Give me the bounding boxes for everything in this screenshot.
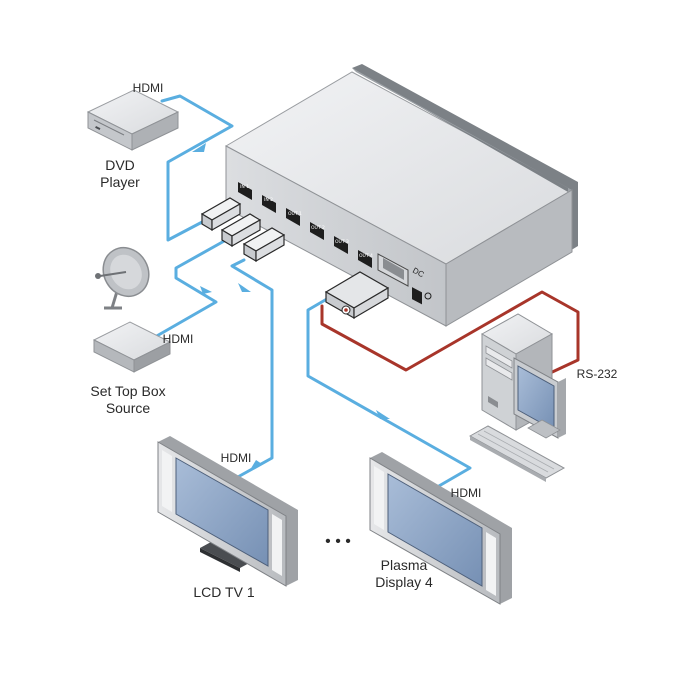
svg-text:IN 1: IN 1 [240,184,249,190]
stb-hdmi-label: HDMI [163,332,194,346]
port-out3: OUT 3 [334,236,349,254]
svg-text:OUT 3: OUT 3 [335,239,349,245]
dvd-label-line2: Player [100,174,140,190]
plasma-hdmi-label: HDMI [451,486,482,500]
plasma-label-line2: Display 4 [375,574,433,590]
switcher-unit: IN 1 IN 2 OUT 1 OUT 2 OUT 3 OUT 4 [224,64,578,327]
cable-dvd-hdmi [160,94,234,242]
svg-text:OUT 2: OUT 2 [311,225,325,231]
hdmi-plug-in1 [200,197,242,232]
port-in1: IN 1 [238,182,252,200]
plasma-display [369,452,512,605]
port-out1: OUT 1 [286,208,302,226]
stb-label-line2: Source [106,400,151,416]
lcd-tv [157,436,298,587]
port-out4: OUT 4 [358,250,373,268]
dvd-player [86,89,180,151]
svg-text:OUT 1: OUT 1 [288,211,302,217]
lcd-label: LCD TV 1 [193,584,254,600]
lcd-hdmi-label: HDMI [221,451,252,465]
computer [468,313,566,482]
hdmi-plug-out1 [242,227,286,263]
port-in2: IN 2 [262,195,276,213]
more-displays-ellipsis: • • • [325,533,351,550]
svg-text:OUT 4: OUT 4 [359,253,373,259]
plasma-label-line1: Plasma [381,557,428,573]
dvd-label-line1: DVD [105,157,135,173]
svg-text:IN 2: IN 2 [264,197,273,203]
hdmi-plug-in2 [220,213,262,248]
cable-rs232 [320,290,580,376]
cable-lcd-hdmi [230,258,274,480]
port-rs232 [377,253,409,287]
port-out2: OUT 2 [310,222,325,240]
satellite-dish [95,246,150,310]
rs232-label: RS-232 [577,367,618,381]
dsub-plug [324,271,390,320]
dvd-hdmi-label: HDMI [133,81,164,95]
cable-stb-hdmi [146,238,228,343]
stb-label-line1: Set Top Box [90,383,165,399]
cable-plasma-hdmi [306,294,472,492]
set-top-box [92,321,172,373]
